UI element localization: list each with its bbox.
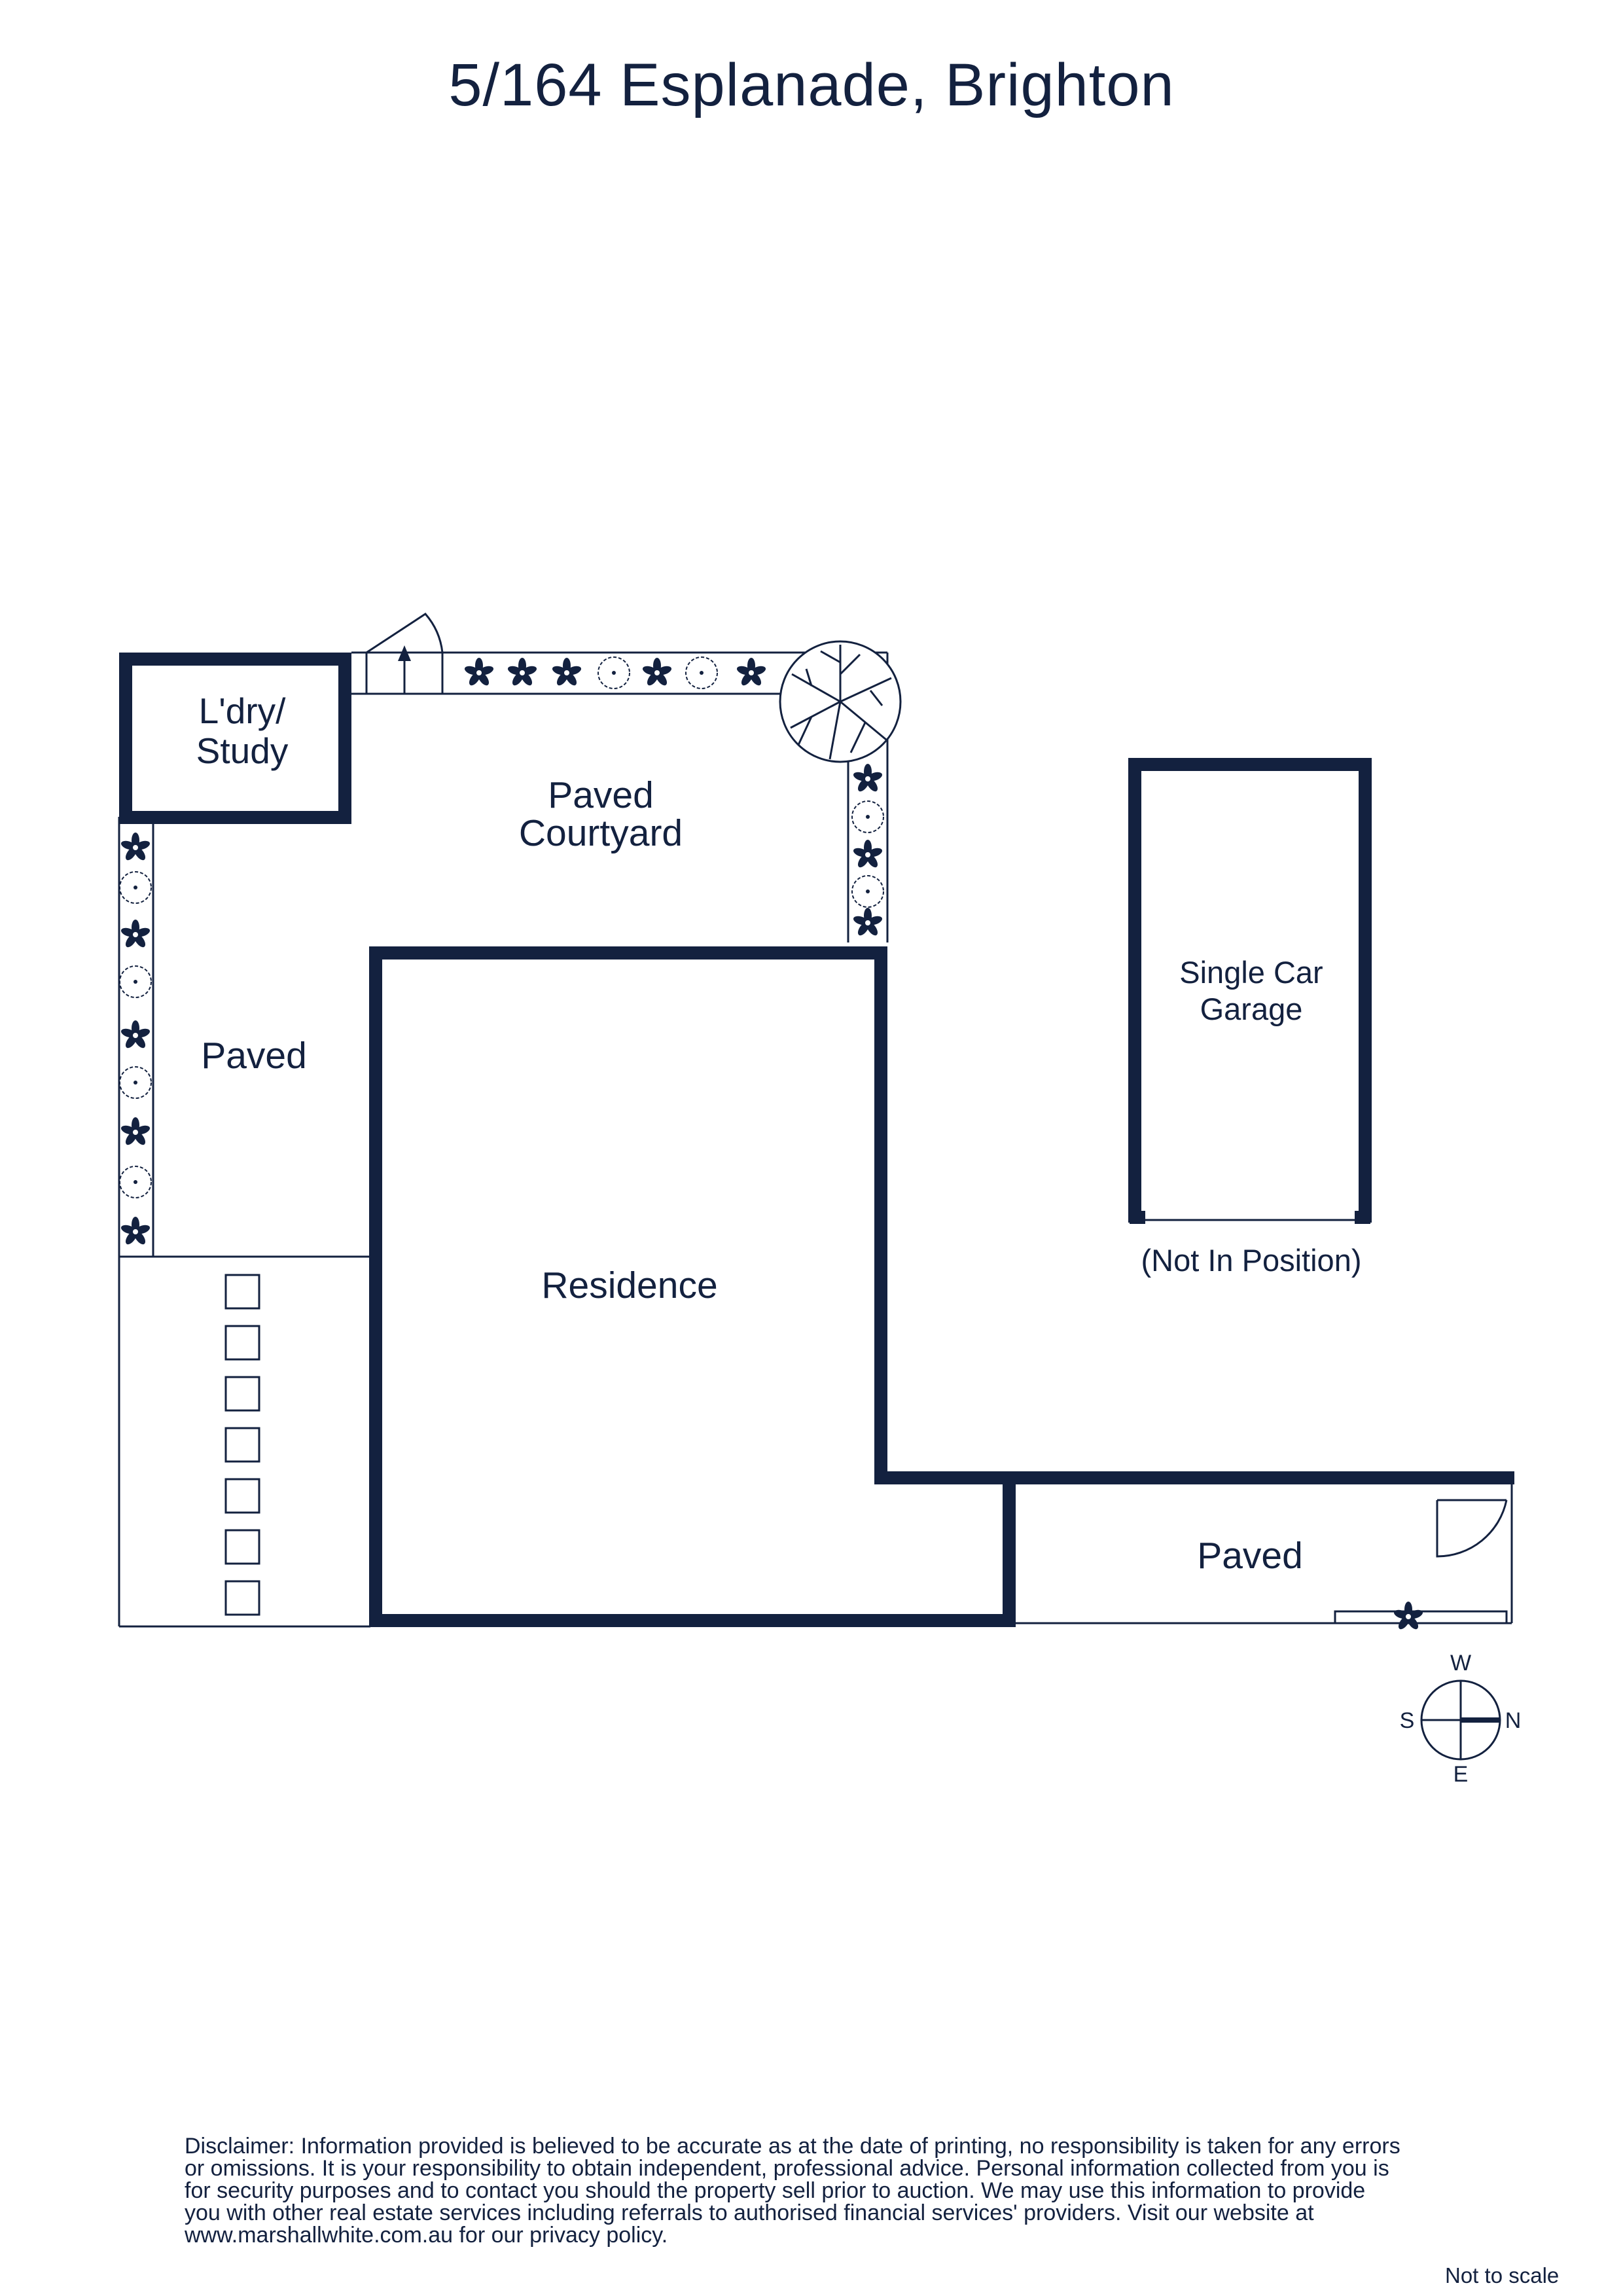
laundry-study-label-2: Study	[196, 730, 289, 771]
compass-icon	[1420, 1679, 1501, 1761]
shrub-icon	[851, 800, 884, 833]
disclaimer: Disclaimer: Information provided is beli…	[185, 2134, 1400, 2248]
flower-icon	[851, 839, 884, 870]
paved-courtyard-label-1: Paved	[548, 774, 654, 816]
flower-icon	[119, 832, 152, 863]
flower-icon	[119, 1216, 152, 1247]
flower-icon	[506, 657, 539, 689]
garage-label-1: Single Car	[1179, 955, 1323, 990]
paved-west-label: Paved	[201, 1035, 307, 1077]
courtyard-top-plants	[463, 656, 768, 689]
shrub-icon	[597, 656, 630, 689]
flower-icon	[119, 919, 152, 950]
paved-courtyard-label-2: Courtyard	[519, 812, 683, 854]
shrub-icon	[119, 871, 152, 904]
flower-icon	[119, 1020, 152, 1051]
tree-icon	[779, 640, 902, 763]
flower-icon	[641, 657, 673, 689]
laundry-study-label-1: L'dry/	[199, 691, 286, 731]
garage-walls	[1128, 758, 1372, 1223]
scale-note: Not to scale	[1445, 2263, 1560, 2287]
compass-bottom-label: E	[1454, 1762, 1469, 1787]
shrub-icon	[119, 965, 152, 998]
compass-right-label: N	[1505, 1708, 1522, 1733]
paved-north-label: Paved	[1197, 1535, 1303, 1577]
residence-label: Residence	[541, 1265, 717, 1306]
entry-arrow-icon	[398, 645, 411, 689]
courtyard-right-plants	[851, 763, 884, 939]
laundry-study-walls	[119, 653, 351, 824]
door-arc-icon	[1436, 1499, 1508, 1558]
shrub-icon	[851, 875, 884, 908]
flower-icon	[550, 657, 583, 689]
compass-top-label: W	[1450, 1651, 1471, 1676]
flower-icon	[735, 657, 768, 689]
compass-left-label: S	[1400, 1708, 1415, 1733]
garage-note: (Not In Position)	[1141, 1243, 1362, 1278]
flower-icon	[851, 907, 884, 939]
shrub-icon	[119, 1166, 152, 1198]
flower-icon	[1392, 1601, 1425, 1632]
flower-icon	[851, 763, 884, 795]
flower-icon	[463, 657, 495, 689]
flower-icon	[119, 1117, 152, 1148]
shrub-icon	[119, 1066, 152, 1099]
garage-label-2: Garage	[1200, 992, 1303, 1026]
stepping-stones	[224, 1274, 260, 1616]
shrub-icon	[685, 656, 718, 689]
west-planter-plants	[119, 832, 152, 1247]
plan-title: 5/164 Esplanade, Brighton	[448, 52, 1175, 118]
